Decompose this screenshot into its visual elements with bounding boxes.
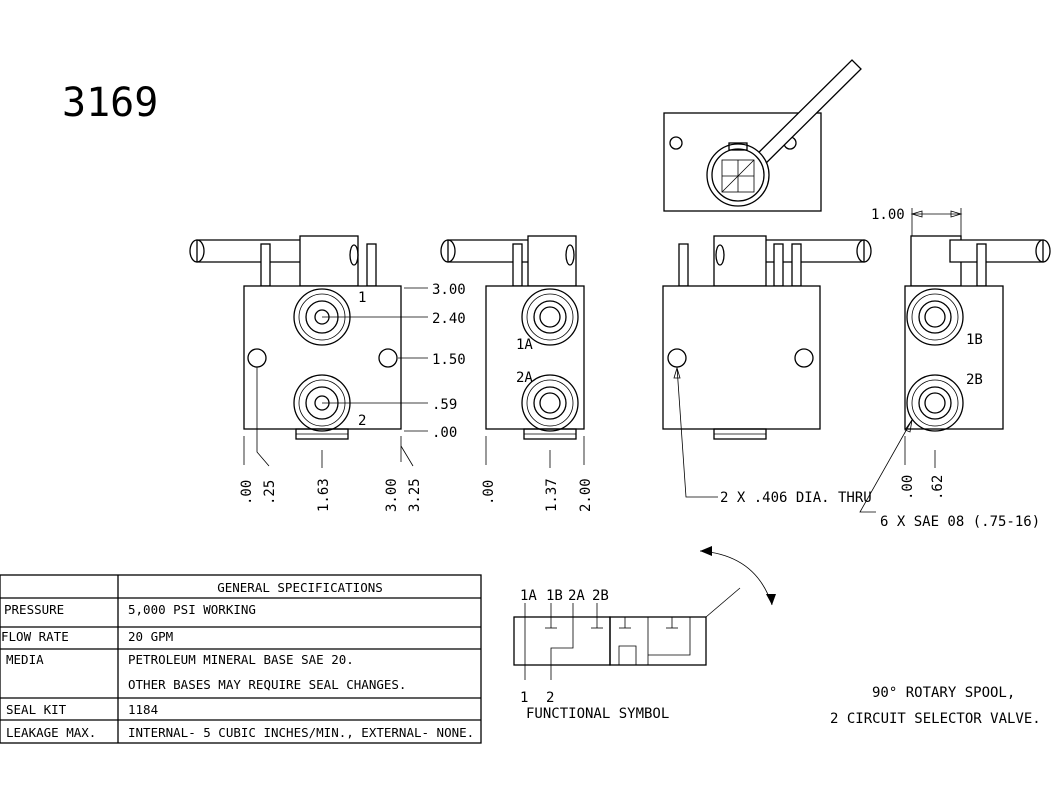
dim-0-59-right: .59 — [432, 397, 457, 413]
port-1b-label: 1B — [966, 332, 983, 348]
port-2-label: 2 — [358, 413, 366, 429]
part-number: 3169 — [62, 80, 158, 126]
dim-right-0-00: .00 — [900, 475, 916, 500]
port-2b-label: 2B — [966, 372, 983, 388]
spec-label-media: MEDIA — [6, 652, 44, 667]
symbol-port-2: 2 — [546, 690, 554, 706]
dim-1-63-bottom: 1.63 — [316, 478, 332, 512]
dim-3-25-bottom: 3.25 — [407, 478, 423, 512]
spec-label-seal-kit: SEAL KIT — [6, 702, 67, 717]
spec-label-flow-rate: FLOW RATE — [1, 629, 69, 644]
functional-symbol: 1A 1B 2A 2B 1 2 FUNCTIONAL SYMBOL — [513, 546, 776, 722]
front-view: 1 2 3.00 2.40 1.50 .59 .00 .00 .25 1.63 … — [189, 235, 466, 512]
dim-side-1-37: 1.37 — [544, 478, 560, 512]
spec-value-leakage: INTERNAL- 5 CUBIC INCHES/MIN., EXTERNAL-… — [128, 725, 474, 740]
symbol-port-1: 1 — [520, 690, 528, 706]
symbol-port-1a: 1A — [520, 588, 537, 604]
side-view-right: 1.00 1B 2B .00 .62 6 X SAE 08 (.75-16) — [859, 207, 1051, 530]
spec-label-pressure: PRESSURE — [4, 602, 64, 617]
symbol-port-2a: 2A — [568, 588, 585, 604]
dim-side-2-00: 2.00 — [578, 478, 594, 512]
back-view: 2 X .406 DIA. THRU — [662, 235, 872, 506]
spec-label-leakage: LEAKAGE MAX. — [6, 725, 96, 740]
spec-value-flow-rate: 20 GPM — [128, 629, 173, 644]
spec-value-media: PETROLEUM MINERAL BASE SAE 20. — [128, 652, 354, 667]
port-callout: 6 X SAE 08 (.75-16) — [880, 514, 1040, 530]
top-view — [663, 59, 862, 212]
port-1a-label: 1A — [516, 337, 533, 353]
dim-1-50-right: 1.50 — [432, 352, 466, 368]
dim-2-40-right: 2.40 — [432, 311, 466, 327]
specs-header: GENERAL SPECIFICATIONS — [217, 580, 383, 595]
valve-description: 90° ROTARY SPOOL, 2 CIRCUIT SELECTOR VAL… — [830, 685, 1041, 727]
dim-3-00-right: 3.00 — [432, 282, 466, 298]
dim-0-00-right: .00 — [432, 425, 457, 441]
port-1-label: 1 — [358, 290, 366, 306]
dim-right-0-62: .62 — [930, 475, 946, 500]
symbol-port-1b: 1B — [546, 588, 563, 604]
port-2a-label: 2A — [516, 370, 533, 386]
symbol-port-2b: 2B — [592, 588, 609, 604]
dim-side-0-00: .00 — [481, 480, 497, 505]
hole-callout: 2 X .406 DIA. THRU — [720, 490, 872, 506]
spec-value-seal-kit: 1184 — [128, 702, 158, 717]
dim-0-25-bottom: .25 — [262, 480, 278, 505]
description-line-1: 90° ROTARY SPOOL, — [872, 685, 1015, 701]
symbol-caption: FUNCTIONAL SYMBOL — [526, 706, 669, 722]
dim-0-00-bottom: .00 — [239, 480, 255, 505]
width-dim: 1.00 — [871, 207, 905, 223]
description-line-2: 2 CIRCUIT SELECTOR VALVE. — [830, 711, 1041, 727]
side-view-left: 1A 2A .00 1.37 2.00 — [440, 235, 594, 512]
spec-value-pressure: 5,000 PSI WORKING — [128, 602, 256, 617]
dim-3-00-bottom: 3.00 — [384, 478, 400, 512]
spec-value-media-note: OTHER BASES MAY REQUIRE SEAL CHANGES. — [128, 677, 406, 692]
specifications-table: GENERAL SPECIFICATIONS PRESSURE 5,000 PS… — [0, 574, 482, 744]
